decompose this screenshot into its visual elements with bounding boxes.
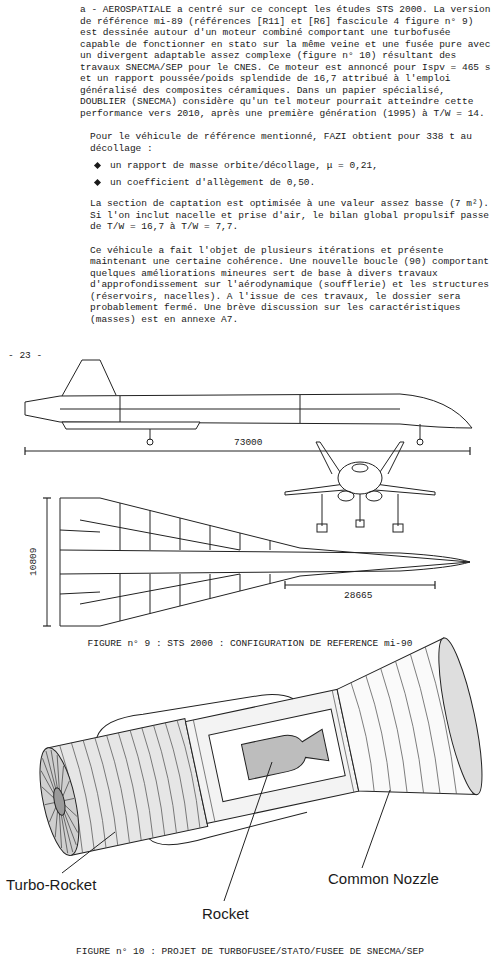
front-view (285, 442, 435, 585)
drawing-stroke (118, 732, 144, 840)
drawing-stroke (177, 720, 203, 828)
drawing-stroke (142, 727, 168, 835)
fin (62, 360, 116, 396)
wheel (393, 524, 403, 532)
dimension-value: 73000 (232, 437, 265, 449)
wing-panels (80, 503, 270, 621)
gear (322, 494, 398, 526)
panel-line (80, 520, 240, 604)
intake (338, 491, 354, 501)
paragraph: La section de captation est optimisée à … (90, 198, 492, 233)
intake (366, 491, 382, 501)
nacelle (62, 422, 200, 429)
dimension-line (25, 451, 470, 452)
leader-line (362, 790, 390, 868)
fuselage (25, 394, 472, 428)
cutaway (209, 709, 345, 802)
figure-caption: FIGURE n° 9 : STS 2000 : CONFIGURATION D… (0, 638, 500, 650)
dimension-line (285, 585, 435, 586)
drawing-stroke (42, 785, 54, 800)
figure-caption: FIGURE n° 10 : PROJET DE TURBOFUSEE/STAT… (0, 946, 500, 958)
drawing-stroke (64, 798, 74, 800)
drawing-stroke (49, 750, 59, 788)
drawing-stroke (165, 722, 191, 830)
piping (94, 682, 318, 856)
drawing-stroke (60, 815, 70, 853)
nozzle-exit (430, 635, 491, 797)
wheel (317, 524, 327, 532)
drawing-stroke (107, 735, 133, 843)
wing (60, 498, 470, 626)
hub (52, 787, 68, 816)
drawing-stroke (42, 757, 54, 791)
bullet-item: un rapport de masse orbite/décollage, μ … (110, 160, 492, 172)
dimension-line (47, 498, 48, 626)
panel-line (150, 511, 151, 614)
page-number: - 23 - (8, 350, 42, 362)
fan-blades (34, 747, 85, 855)
canopy (352, 464, 368, 472)
drawing-stroke (154, 725, 180, 833)
paragraph: Ce véhicule a fait l'objet de plusieurs … (90, 245, 492, 326)
casing-rings (55, 639, 477, 876)
drawing-stroke (55, 814, 67, 848)
drawing-stroke (65, 803, 77, 818)
leader-line (224, 762, 272, 901)
drawing-stroke (130, 730, 156, 838)
drawing-stroke (396, 661, 427, 793)
callout-label: Turbo-Rocket (4, 876, 98, 893)
panel-line (210, 526, 211, 599)
drawing-stroke (332, 690, 354, 792)
dimension-value: 10809 (28, 545, 40, 578)
drawing-stroke (64, 812, 76, 846)
callout-label: Common Nozzle (326, 870, 441, 887)
leader-line (62, 832, 115, 873)
paragraph: a - AEROSPATIALE a centré sur ce concept… (80, 4, 492, 119)
rocket-chamber (241, 727, 329, 779)
panel-line (240, 533, 241, 591)
panel-line (180, 518, 181, 606)
wheel (417, 439, 423, 445)
wheel (147, 439, 153, 445)
bullet-item: un coefficient d'allègement de 0,50. (110, 177, 492, 189)
drawing-stroke (366, 675, 394, 792)
fuselage (338, 462, 382, 494)
panel-line (120, 503, 121, 621)
gear (150, 424, 420, 440)
intake-face (32, 744, 86, 858)
callout-label: Rocket (200, 905, 251, 922)
engine-illustration (27, 635, 491, 883)
drawing-stroke (351, 682, 378, 792)
detail (60, 395, 400, 423)
fuselage (60, 550, 470, 574)
drawing-stroke (381, 668, 411, 793)
dimension-value: 28665 (342, 590, 375, 602)
drawing-stroke (52, 755, 64, 789)
drawing-stroke (193, 720, 215, 822)
drawing-stroke (410, 653, 443, 793)
ramjet-section (185, 689, 358, 823)
fin (60, 530, 100, 594)
drawing-stroke (95, 737, 121, 845)
paragraph: Pour le véhicule de référence mentionné,… (90, 131, 492, 154)
drawing-stroke (83, 740, 109, 848)
wheel (356, 520, 364, 527)
top-view (47, 498, 470, 626)
panel-line (270, 541, 271, 584)
drawing-stroke (45, 803, 55, 805)
side-view (25, 360, 472, 451)
